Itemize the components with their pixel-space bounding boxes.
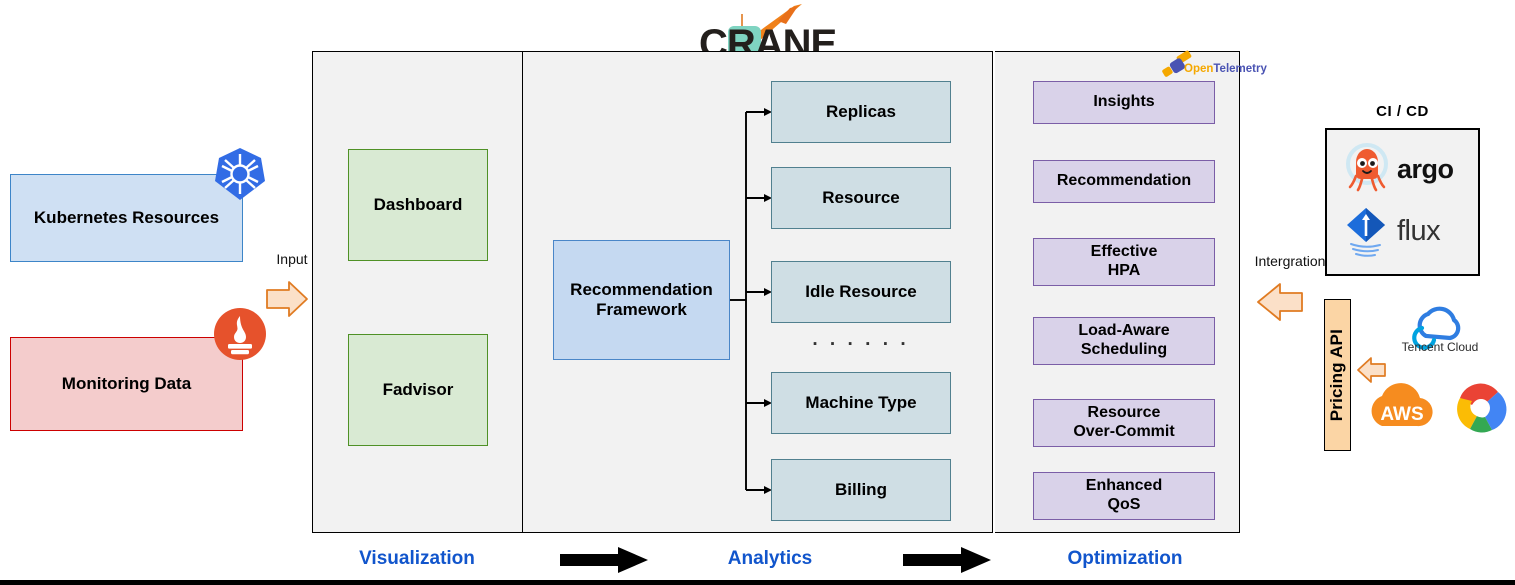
optimization-label-over-commit-line2: Over-Commit <box>1073 423 1175 440</box>
optimization-label-load-aware-line2: Scheduling <box>1080 341 1168 358</box>
integration-label-text: Intergration <box>1254 253 1326 269</box>
google-cloud-icon <box>1457 383 1507 433</box>
input-label: Input <box>262 251 322 267</box>
optimization-label-recommendation-line1: Recommendation <box>1056 172 1192 190</box>
visualization-panel <box>312 51 523 533</box>
optimization-label-enhanced-qos-line2: QoS <box>1107 496 1141 513</box>
google-cloud-logo <box>1448 378 1515 438</box>
input-arrow-icon <box>265 279 309 319</box>
recommendation-framework-line2: Framework <box>596 300 687 319</box>
optimization-box-resource-over-commit[interactable]: Resource Over-Commit <box>1033 399 1215 447</box>
flux-logo: flux <box>1343 206 1475 264</box>
analytics-ellipsis-text: · · · · · · <box>812 334 910 355</box>
opentelemetry-text-open: Open <box>1184 63 1214 75</box>
optimization-label-insights-line1: Insights <box>1093 93 1155 111</box>
pricing-api-label: Pricing API <box>1327 328 1347 422</box>
stage-arrow-visualization-to-analytics <box>560 546 650 574</box>
optimization-box-load-aware-scheduling[interactable]: Load-Aware Scheduling <box>1033 317 1215 365</box>
opentelemetry-wordmark: OpenTelemetry <box>1184 63 1267 75</box>
tencent-cloud-label-text: Tencent Cloud <box>1401 340 1479 354</box>
stage-label-analytics: Analytics <box>700 548 840 570</box>
argo-wordmark: argo <box>1397 154 1454 185</box>
argo-logo: argo <box>1343 142 1473 196</box>
crane-logo-art <box>728 4 802 58</box>
input-label-kubernetes: Kubernetes Resources <box>33 207 220 227</box>
visualization-box-dashboard[interactable]: Dashboard <box>348 149 488 261</box>
analytics-box-recommendation-framework[interactable]: Recommendation Framework <box>553 240 730 360</box>
recommendation-framework-line1: Recommendation <box>570 279 713 299</box>
optimization-panel <box>995 51 1240 533</box>
analytics-box-replicas[interactable]: Replicas <box>771 81 951 143</box>
flux-mark-icon <box>1347 208 1385 257</box>
optimization-box-insights[interactable]: Insights <box>1033 81 1215 124</box>
tencent-cloud-label: Tencent Cloud <box>1400 340 1480 354</box>
optimization-box-recommendation[interactable]: Recommendation <box>1033 160 1215 203</box>
aws-cloud-icon: AWS <box>1371 383 1433 427</box>
argo-label: argo <box>1397 154 1454 184</box>
input-label-monitoring: Monitoring Data <box>61 373 192 393</box>
cicd-box[interactable]: argo flux <box>1325 128 1480 276</box>
analytics-box-resource[interactable]: Resource <box>771 167 951 229</box>
opentelemetry-text-telemetry: Telemetry <box>1213 63 1267 75</box>
visualization-box-fadvisor[interactable]: Fadvisor <box>348 334 488 446</box>
kubernetes-icon <box>212 146 268 202</box>
analytics-box-machine-type[interactable]: Machine Type <box>771 372 951 434</box>
analytics-box-idle-resource[interactable]: Idle Resource <box>771 261 951 323</box>
argo-octopus-icon <box>1346 143 1388 192</box>
analytics-label-billing: Billing <box>835 479 887 499</box>
integration-label: Intergration <box>1245 253 1335 269</box>
stage-label-visualization: Visualization <box>337 548 497 570</box>
flux-wordmark: flux <box>1397 215 1441 248</box>
pricing-api-arrow-icon <box>1355 355 1387 385</box>
optimization-label-enhanced-qos-line1: Enhanced <box>1085 477 1163 495</box>
optimization-label-effective-hpa-line2: HPA <box>1107 262 1141 279</box>
stage-label-optimization-text: Optimization <box>1067 548 1183 569</box>
visualization-label-dashboard: Dashboard <box>373 194 463 214</box>
opentelemetry-mark <box>1162 50 1192 77</box>
opentelemetry-logo: OpenTelemetry <box>1160 50 1267 84</box>
integration-arrow-icon <box>1254 281 1304 323</box>
cicd-title: CI / CD <box>1325 103 1480 120</box>
visualization-label-fadvisor: Fadvisor <box>382 379 454 399</box>
analytics-label-idle-resource: Idle Resource <box>805 281 917 301</box>
analytics-ellipsis: · · · · · · <box>771 334 951 356</box>
optimization-box-enhanced-qos[interactable]: Enhanced QoS <box>1033 472 1215 520</box>
tencent-cloud-logo: Tencent Cloud <box>1400 306 1480 356</box>
stage-arrow-analytics-to-optimization <box>903 546 993 574</box>
analytics-label-resource: Resource <box>822 187 900 207</box>
stage-label-optimization: Optimization <box>1050 548 1200 570</box>
input-box-monitoring-data[interactable]: Monitoring Data <box>10 337 243 431</box>
stage-label-visualization-text: Visualization <box>359 548 475 569</box>
input-label-text: Input <box>276 251 308 267</box>
aws-logo: AWS <box>1364 380 1440 436</box>
analytics-box-billing[interactable]: Billing <box>771 459 951 521</box>
pricing-api-box[interactable]: Pricing API <box>1324 299 1351 451</box>
flux-label: flux <box>1397 215 1441 247</box>
tencent-cloud-mark <box>1412 306 1461 350</box>
analytics-connector-tree <box>728 90 778 510</box>
analytics-label-replicas: Replicas <box>826 101 896 121</box>
cicd-title-text: CI / CD <box>1376 103 1429 120</box>
analytics-label-machine-type: Machine Type <box>805 392 917 412</box>
svg-text:AWS: AWS <box>1380 404 1423 425</box>
optimization-label-effective-hpa-line1: Effective <box>1090 243 1158 261</box>
prometheus-icon <box>213 307 267 361</box>
optimization-label-over-commit-line1: Resource <box>1087 404 1161 422</box>
optimization-label-load-aware-line1: Load-Aware <box>1078 322 1170 340</box>
stage-label-analytics-text: Analytics <box>727 548 813 569</box>
optimization-box-effective-hpa[interactable]: Effective HPA <box>1033 238 1215 286</box>
input-box-kubernetes-resources[interactable]: Kubernetes Resources <box>10 174 243 262</box>
